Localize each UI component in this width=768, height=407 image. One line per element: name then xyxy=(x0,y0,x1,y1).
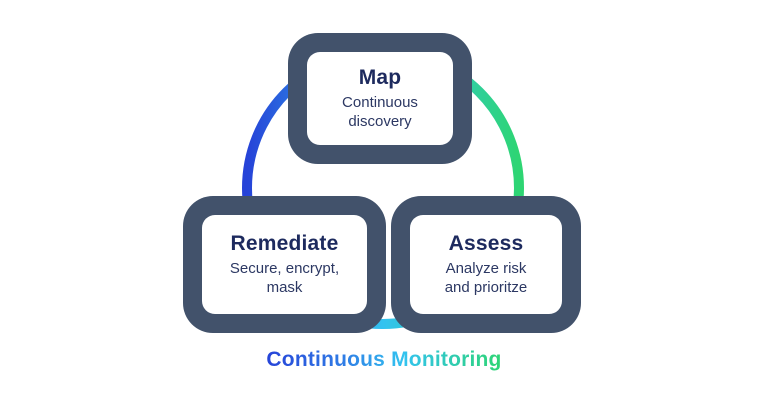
card-description: Secure, encrypt, mask xyxy=(229,259,340,296)
card-remediate-panel: Remediate Secure, encrypt, mask xyxy=(202,215,367,314)
card-assess-panel: Assess Analyze risk and prioritze xyxy=(410,215,562,314)
card-remediate: Remediate Secure, encrypt, mask xyxy=(183,196,386,333)
card-description: Analyze risk and prioritze xyxy=(444,259,528,296)
card-map-panel: Map Continuous discovery xyxy=(307,52,453,145)
caption-row: Continuous Monitoring xyxy=(0,348,768,372)
card-assess: Assess Analyze risk and prioritze xyxy=(391,196,581,333)
card-title: Remediate xyxy=(230,231,339,255)
continuous-monitoring-label: Continuous Monitoring xyxy=(266,348,502,371)
card-title: Map xyxy=(358,65,402,89)
card-description: Continuous discovery xyxy=(342,93,418,130)
card-map: Map Continuous discovery xyxy=(288,33,472,164)
card-title: Assess xyxy=(448,231,524,255)
